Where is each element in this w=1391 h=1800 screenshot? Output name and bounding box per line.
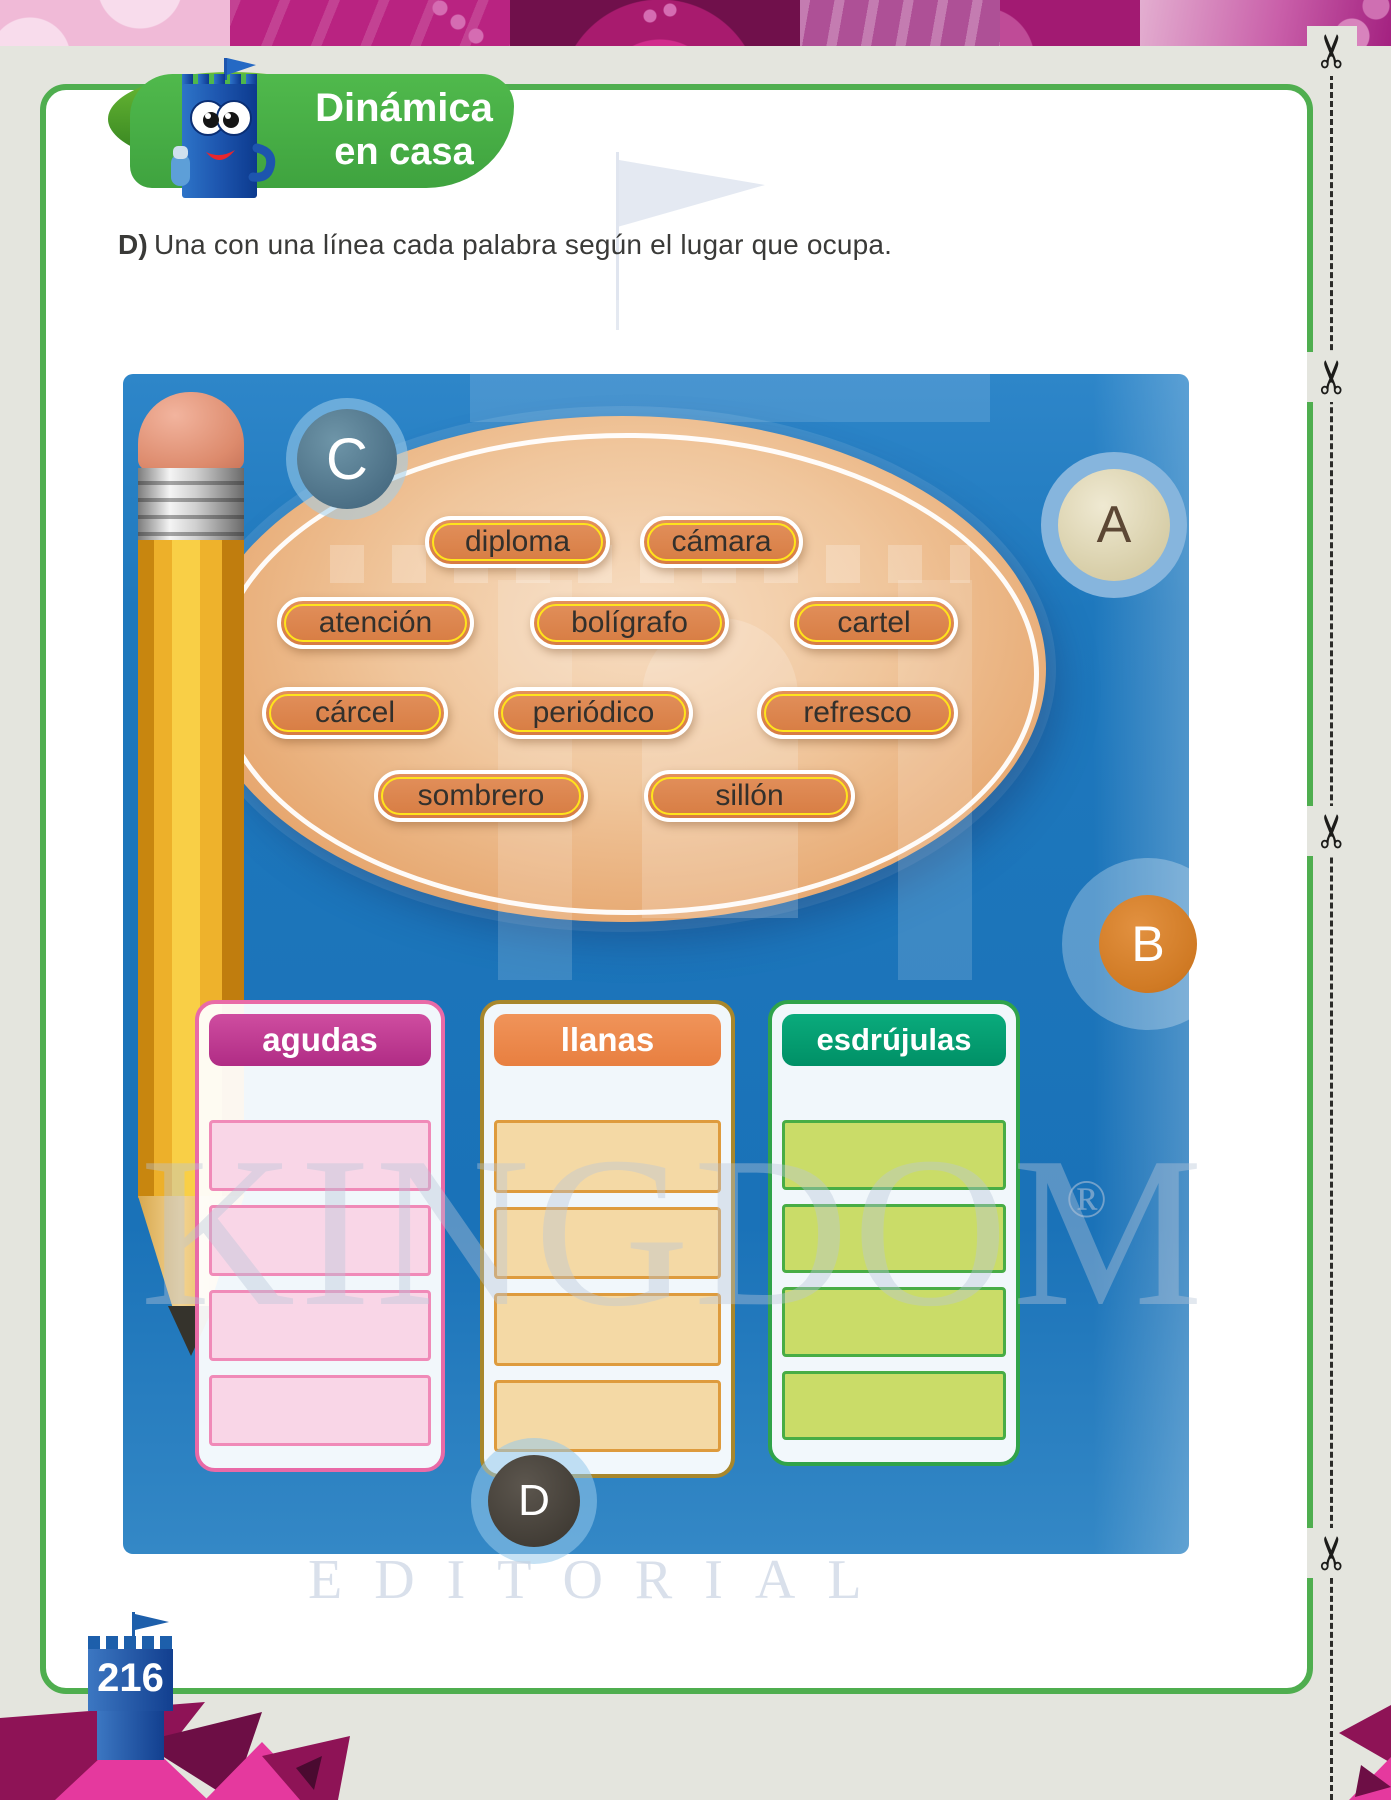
answer-row[interactable] [494,1120,721,1193]
cut-dashed-line [1330,38,1333,1800]
answer-row[interactable] [494,1206,721,1279]
castle-merlons [88,1636,173,1651]
column-rows [782,1120,1006,1440]
scissors-icon: ✂ [1306,806,1358,856]
instruction-line: D)Una con una línea cada palabra según e… [118,229,1098,261]
column-card-esdrujulas: esdrújulas [768,1000,1020,1466]
bottom-right-triangles [1339,1705,1391,1800]
marker-b-badge: B [1099,895,1197,993]
pencil-eraser [138,392,244,470]
scissors-icon: ✂ [1306,26,1358,76]
castle-flag-pole [132,1612,135,1638]
column-header-agudas: agudas [209,1014,431,1066]
page-number: 216 [97,1656,164,1700]
word-chip[interactable]: sombrero [374,770,588,822]
word-chip[interactable]: refresco [757,687,958,739]
top-decorative-border [0,0,1391,46]
castle-watermark [642,618,798,918]
answer-row[interactable] [494,1379,721,1452]
answer-row[interactable] [782,1370,1006,1440]
answer-row[interactable] [209,1290,431,1361]
castle-mascot-icon [171,58,276,198]
column-header-llanas: llanas [494,1014,721,1066]
word-chip[interactable]: cámara [640,516,803,568]
answer-row[interactable] [209,1205,431,1276]
section-title: Dinámica en casa [296,86,512,173]
word-chip[interactable]: atención [277,597,474,649]
answer-row[interactable] [209,1375,431,1446]
decor-tile [510,0,800,46]
page-number-castle: 216 [80,1612,180,1760]
section-title-line1: Dinámica [315,86,493,130]
castle-watermark [470,344,990,422]
instruction-label: D) [118,229,148,260]
marker-a-badge: A [1058,469,1170,581]
decor-tile [1000,0,1140,46]
instruction-text: Una con una línea cada palabra según el … [153,229,893,260]
marker-c-badge: C [297,409,397,509]
marker-d-badge: D [488,1455,580,1547]
word-chip[interactable]: periódico [494,687,693,739]
castle-flag-icon [135,1614,169,1630]
column-card-llanas: llanas [480,1000,735,1478]
word-chip[interactable]: sillón [644,770,855,822]
decor-tile [0,0,230,46]
scissors-icon: ✂ [1306,352,1358,402]
answer-row[interactable] [782,1203,1006,1273]
decor-tile [230,0,510,46]
column-card-agudas: agudas [195,1000,445,1472]
answer-row[interactable] [782,1287,1006,1357]
word-chip[interactable]: cárcel [262,687,448,739]
castle-base [97,1711,164,1760]
decor-tile [800,0,1000,46]
column-rows [209,1120,431,1446]
column-header-esdrujulas: esdrújulas [782,1014,1006,1066]
column-rows [494,1120,721,1452]
castle-watermark [470,300,990,346]
flag-watermark-pole [616,152,619,330]
answer-row[interactable] [209,1120,431,1191]
pencil-ferrule [138,468,244,540]
word-chip[interactable]: diploma [425,516,610,568]
section-title-line2: en casa [334,130,474,173]
word-chip[interactable]: cartel [790,597,958,649]
bottom-left-triangles [0,1702,350,1800]
castle-body [88,1649,173,1711]
answer-row[interactable] [494,1293,721,1366]
scissors-icon: ✂ [1306,1528,1358,1578]
answer-row[interactable] [782,1120,1006,1190]
word-chip[interactable]: bolígrafo [530,597,729,649]
